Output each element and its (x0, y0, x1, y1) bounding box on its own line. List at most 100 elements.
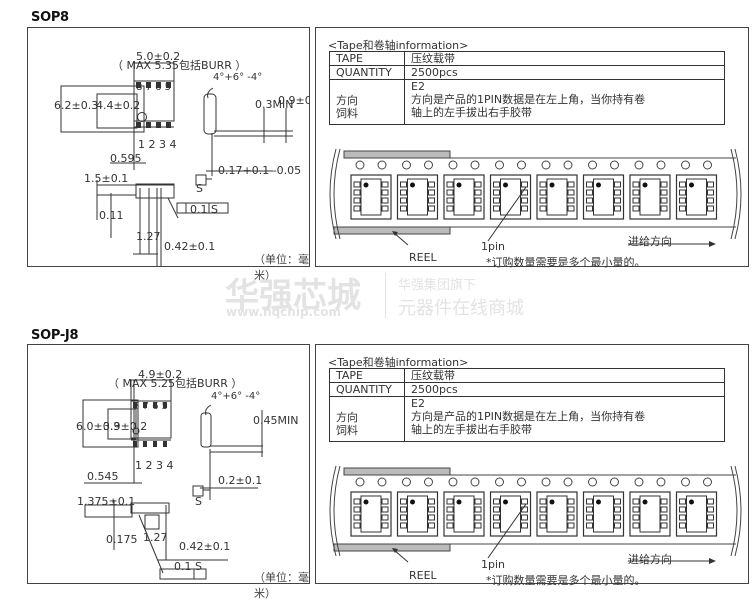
chip-lead (353, 506, 361, 513)
package-drawing-panel-sop8: 5.0±0.2 （ MAX 5.35包括BURR ） 4°+6° -4° 6.2… (27, 27, 310, 282)
tape-diagram (329, 465, 742, 564)
chip-lead (521, 498, 528, 505)
reel-arrow-head (392, 548, 398, 553)
reel-bottom-bar (333, 543, 451, 552)
chip-body (639, 495, 661, 533)
chip-lead (474, 498, 482, 505)
sprocket-hole (681, 160, 690, 170)
dim-angle: 4°+6° -4° (211, 391, 260, 402)
chip-lead (632, 197, 640, 204)
reel-arrow (393, 232, 409, 246)
chip-lead (679, 181, 686, 188)
chip-body (453, 178, 475, 216)
chip-lead (493, 189, 500, 196)
unit-label: （单位：毫米） (254, 571, 309, 600)
chip-lead (539, 205, 547, 212)
chip-lead (586, 189, 593, 196)
chip-lead (493, 181, 500, 188)
chip-lead (660, 522, 668, 529)
chip-lead (521, 514, 528, 521)
chip-lead (679, 205, 686, 212)
dim-pin-offset: 0.595 (110, 152, 142, 165)
pin1-dot (456, 182, 462, 188)
direction-code: E2 (411, 397, 425, 410)
chip-lead (707, 506, 714, 513)
sprocket-hole (402, 160, 411, 170)
section-title-sop8: SOP8 (31, 10, 69, 25)
dim-standoff: 0.175 (106, 533, 138, 546)
chip-lead (446, 205, 454, 212)
chip-lead (567, 514, 575, 521)
sprocket-hole (377, 477, 387, 487)
sprocket-hole (424, 160, 433, 170)
chip-lead (707, 197, 714, 204)
chip-lead (493, 205, 500, 212)
chip-lead (474, 189, 482, 196)
sprocket-hole (588, 477, 597, 487)
chip-lead (381, 189, 389, 196)
chip-lead (614, 522, 621, 529)
chip-lead (446, 498, 454, 505)
chip-lead (679, 189, 686, 196)
dim-lead-width: 0.42±0.1 (164, 240, 215, 253)
side-body (203, 93, 217, 135)
sprocket-hole (563, 477, 573, 487)
sprocket-hole (656, 160, 666, 170)
chip-lead (521, 181, 528, 188)
chip-lead (400, 197, 407, 204)
sprocket-hole (448, 477, 458, 487)
chip-lead (428, 498, 435, 505)
chip-lead (660, 189, 668, 196)
chip-lead (521, 522, 528, 529)
tape-value: 压纹载带 (404, 368, 725, 383)
direction-note: 方向是产品的1PIN数据是在左上角，当你持有卷轴上的左手拔出右手胶带 (411, 410, 646, 436)
feed-direction-arrowhead (709, 558, 716, 564)
tape-diagram (329, 148, 742, 247)
chip-lead (614, 197, 621, 204)
chip-lead (493, 506, 500, 513)
sprocket-hole (634, 477, 644, 487)
chip-lead (707, 498, 714, 505)
chip-lead (567, 189, 575, 196)
pin1-dot (689, 499, 694, 505)
chip-lead (586, 498, 593, 505)
chip-lead (381, 197, 389, 204)
feed-direction-label: 进给方向 (628, 235, 672, 248)
chip-lead (353, 514, 361, 521)
pin-numbers-bottom: 1 2 3 4 (135, 459, 173, 472)
pin1-dot (549, 182, 555, 188)
chip-lead (428, 189, 435, 196)
sprocket-hole (355, 160, 365, 170)
pin1-dot (503, 182, 508, 188)
direction-note: 方向是产品的1PIN数据是在左上角，当你持有卷轴上的左手拔出右手胶带 (411, 93, 646, 119)
chip-lead (400, 522, 407, 529)
chip-lead (493, 498, 500, 505)
dim-height: 1.375±0.1 (77, 495, 135, 508)
chip-lead (353, 498, 361, 505)
chip-lead (493, 522, 500, 529)
pin1-marker (137, 112, 147, 122)
dim-body-height: 4.4±0.2 (96, 99, 140, 112)
feed-direction-arrowhead (709, 241, 716, 247)
chip-lead (539, 498, 547, 505)
tape-break-line (730, 148, 738, 240)
chip-body (407, 178, 428, 216)
dim-pitch: 1.27 (143, 531, 168, 544)
quantity-value: 2500pcs (404, 382, 725, 397)
chip-lead (567, 197, 575, 204)
chip-lead (660, 205, 668, 212)
chip-lead (353, 197, 361, 204)
pin1-dot (596, 499, 601, 505)
sprocket-hole (703, 477, 712, 487)
chip-lead (586, 514, 593, 521)
sprocket-hole (355, 477, 365, 487)
chip-lead (660, 181, 668, 188)
watermark-url: www.hqchip.com (226, 305, 341, 319)
sprocket-hole (517, 160, 526, 170)
tape-break-line (734, 148, 742, 240)
chip-lead (474, 205, 482, 212)
direction-code: E2 (411, 80, 425, 93)
tape-info-title: <Tape和卷轴information> (328, 39, 469, 52)
chip-lead (679, 522, 686, 529)
